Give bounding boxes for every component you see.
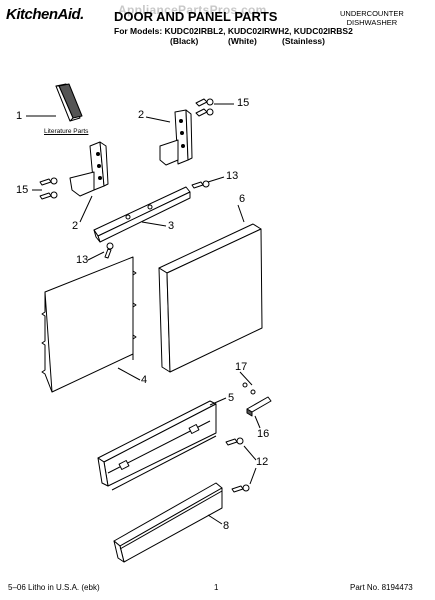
leader-12a: [243, 445, 257, 461]
leader-3: [141, 221, 167, 227]
callout-4: 4: [141, 374, 148, 386]
toe-kick-panel-8: [113, 482, 223, 563]
callout-15a: 15: [237, 97, 250, 109]
callout-5: 5: [228, 392, 235, 404]
callout-2b: 2: [72, 220, 79, 232]
leader-17: [239, 371, 253, 386]
hinge-bracket-left: [69, 141, 109, 197]
callout-6: 6: [239, 193, 246, 205]
variant-white: (White): [228, 36, 257, 46]
inner-door-panel-4: [41, 256, 137, 393]
callout-8: 8: [223, 520, 230, 532]
footer-print-info: 5–06 Litho in U.S.A. (ebk): [8, 583, 100, 592]
leader-13a: [207, 176, 225, 183]
leader-2a: [145, 116, 171, 123]
footer-page-number: 1: [214, 583, 219, 592]
brand-logo-text: KitchenAid.: [6, 6, 84, 23]
callout-2a: 2: [138, 109, 145, 121]
clip-17: [242, 382, 256, 395]
callout-15b: 15: [16, 184, 29, 196]
literature-booklet: [55, 83, 83, 122]
lower-channel-5: [97, 400, 217, 491]
callout-17: 17: [235, 361, 248, 373]
page-title: DOOR AND PANEL PARTS: [114, 9, 278, 24]
product-line-1: UNDERCOUNTER: [340, 9, 404, 18]
screw-12-upper: [225, 437, 244, 446]
leader-6: [237, 204, 245, 223]
callout-13b: 13: [76, 254, 89, 266]
screw-13-left: [104, 242, 114, 259]
leader-12b: [249, 467, 257, 485]
variant-stainless: (Stainless): [282, 36, 325, 46]
callout-13a: 13: [226, 170, 239, 182]
hinge-bracket-right: [159, 109, 193, 166]
outer-door-panel-6: [158, 223, 263, 373]
literature-parts-label: Literature Parts: [44, 128, 89, 135]
door-channel-3: [93, 186, 191, 243]
screw-15-upper: [195, 98, 214, 117]
leader-5: [209, 397, 227, 406]
callout-12: 12: [256, 456, 269, 468]
screw-12-lower: [231, 484, 250, 493]
callout-16: 16: [257, 428, 270, 440]
callout-1: 1: [16, 110, 23, 122]
leader-13b: [87, 251, 105, 261]
variant-black: (Black): [170, 36, 199, 46]
callout-3: 3: [168, 220, 175, 232]
screw-15-lower: [39, 177, 58, 200]
watermark-text: AppliancePartsPros.com: [118, 3, 267, 17]
product-type: UNDERCOUNTER DISHWASHER: [340, 9, 404, 27]
product-line-2: DISHWASHER: [346, 18, 398, 27]
screw-13-right: [191, 180, 210, 189]
leader-2b: [79, 195, 93, 223]
kick-clip-16: [246, 396, 272, 417]
models-line: For Models: KUDC02IRBL2, KUDC02IRWH2, KU…: [114, 26, 353, 36]
leader-16: [254, 415, 261, 429]
footer-part-number: Part No. 8194473: [350, 583, 413, 592]
leader-8: [207, 514, 223, 525]
leader-4: [117, 367, 141, 381]
